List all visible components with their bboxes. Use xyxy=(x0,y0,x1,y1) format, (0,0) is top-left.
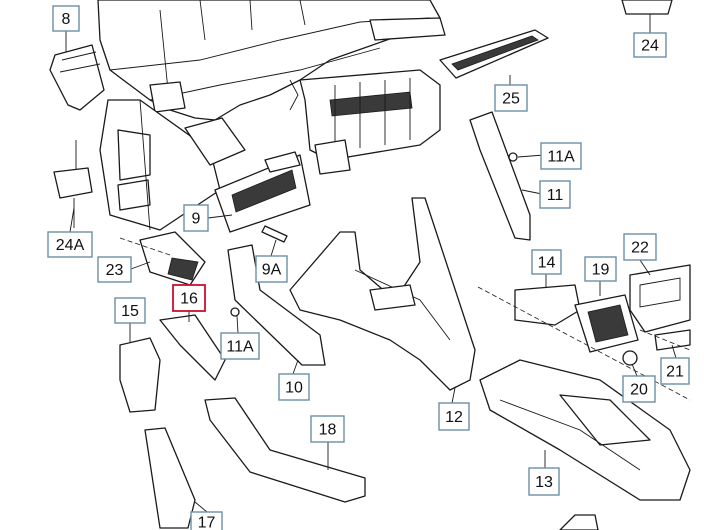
callout-14: 14 xyxy=(531,249,562,275)
part-15-duct xyxy=(119,337,161,413)
part-17-duct xyxy=(144,427,196,529)
callout-number: 24 xyxy=(641,38,659,55)
callout-box xyxy=(220,332,260,360)
callout-9: 9 xyxy=(183,204,209,232)
callout-18: 18 xyxy=(310,415,345,443)
callout-box xyxy=(660,357,690,385)
callout-box xyxy=(278,373,310,401)
callout-labels: 8 24 25 11A 11 24A 9 22 14 19 23 9A 16 15 11A 10 20 21 12 1… xyxy=(47,5,690,530)
callout-number: 11A xyxy=(226,339,254,356)
callout-number: 19 xyxy=(592,262,610,279)
callout-box xyxy=(622,375,656,403)
callout-24a: 24A xyxy=(47,231,93,258)
callout-box xyxy=(172,284,206,312)
part-18-duct xyxy=(204,397,366,503)
callout-box xyxy=(183,204,209,232)
part-16-duct xyxy=(159,314,226,381)
callout-11a: 11A xyxy=(540,142,582,170)
part-25-vent xyxy=(439,29,549,79)
callout-number: 18 xyxy=(319,422,337,439)
callout-22: 22 xyxy=(623,233,657,261)
callout-21: 21 xyxy=(660,357,690,385)
part-13-centre-console xyxy=(479,359,691,501)
callout-number: 12 xyxy=(445,409,463,426)
callout-13: 13 xyxy=(528,467,560,496)
callout-20: 20 xyxy=(622,375,656,403)
dashboard-carrier xyxy=(97,0,446,121)
callout-24: 24 xyxy=(633,32,667,58)
callout-box xyxy=(623,233,657,261)
callout-11a: 11A xyxy=(220,332,260,360)
callout-box xyxy=(114,297,146,324)
callout-number: 13 xyxy=(535,474,553,491)
part-8-duct xyxy=(49,44,105,111)
heater-housing xyxy=(289,69,441,175)
callout-12: 12 xyxy=(438,402,470,431)
callout-box xyxy=(528,467,560,496)
callout-number: 25 xyxy=(502,91,520,108)
callout-23: 23 xyxy=(97,256,132,283)
callout-number: 11 xyxy=(547,187,564,204)
callout-number: 9 xyxy=(192,211,201,228)
part-9a-screw xyxy=(261,225,288,243)
part-24a-sensor xyxy=(53,140,93,228)
callout-number: 22 xyxy=(631,240,649,257)
callout-number: 16 xyxy=(180,291,198,308)
exploded-parts-drawing xyxy=(49,0,691,530)
callout-number: 17 xyxy=(198,515,216,530)
callout-box xyxy=(190,511,223,530)
callout-box xyxy=(255,255,288,283)
part-10-duct xyxy=(227,244,326,366)
callout-number: 15 xyxy=(121,303,139,320)
callout-number: 9A xyxy=(262,262,282,279)
callout-number: 21 xyxy=(666,364,684,381)
part-19-vent xyxy=(574,294,639,353)
part-9-vent-assembly xyxy=(214,151,311,233)
callout-box xyxy=(97,256,132,283)
part-12-console-frame xyxy=(289,197,476,391)
callout-box xyxy=(531,249,562,275)
callout-17: 17 xyxy=(190,511,223,530)
callout-number: 10 xyxy=(285,380,303,397)
part-21-switch xyxy=(654,329,691,351)
part-11a-clip-right xyxy=(508,152,518,162)
callout-number: 23 xyxy=(106,262,124,279)
callout-box xyxy=(539,180,571,209)
callout-box xyxy=(52,5,80,32)
partial-part-bottom xyxy=(559,514,599,530)
callout-number: 20 xyxy=(630,382,648,399)
callout-number: 14 xyxy=(538,255,556,272)
part-22-trim xyxy=(629,264,691,333)
callout-8: 8 xyxy=(52,5,80,32)
callout-box xyxy=(47,231,93,258)
callout-box xyxy=(310,415,345,443)
part-20-knob xyxy=(622,350,638,366)
callout-10: 10 xyxy=(278,373,310,401)
callout-box xyxy=(494,84,528,112)
part-11-duct xyxy=(469,111,531,241)
part-24-vent xyxy=(621,0,673,15)
callout-box xyxy=(438,402,470,431)
callout-15: 15 xyxy=(114,297,146,324)
callout-number: 8 xyxy=(62,11,71,28)
callout-9a: 9A xyxy=(255,255,288,283)
callout-number: 24A xyxy=(56,237,85,254)
callout-box xyxy=(540,142,582,170)
callout-box xyxy=(633,32,667,58)
part-11a-clip-left xyxy=(230,307,240,317)
callout-11: 11 xyxy=(539,180,571,209)
leader-lines xyxy=(65,14,677,513)
left-vent-housing xyxy=(99,99,246,231)
callout-19: 19 xyxy=(584,256,617,282)
callout-box xyxy=(584,256,617,282)
callout-number: 11A xyxy=(547,149,575,166)
callout-25: 25 xyxy=(494,84,528,112)
callout-16: 16 xyxy=(172,284,206,312)
part-14-pocket xyxy=(514,284,581,326)
